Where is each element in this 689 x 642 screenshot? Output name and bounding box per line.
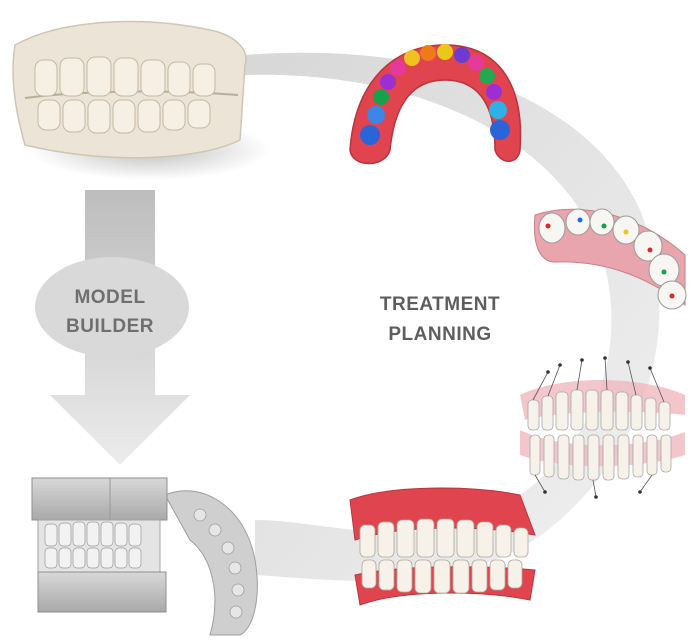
treatment-planning-line1: TREATMENT xyxy=(360,290,520,320)
final-occlusion-image xyxy=(350,488,535,605)
model-builder-line2: BUILDER xyxy=(40,312,180,341)
model-builder-line1: MODEL xyxy=(40,283,180,312)
treatment-planning-label: TREATMENT PLANNING xyxy=(360,290,520,350)
model-builder-label: MODEL BUILDER xyxy=(40,283,180,341)
treatment-planning-line2: PLANNING xyxy=(360,320,520,350)
dental-cast-image xyxy=(13,22,270,180)
articulated-model-image xyxy=(32,478,257,635)
